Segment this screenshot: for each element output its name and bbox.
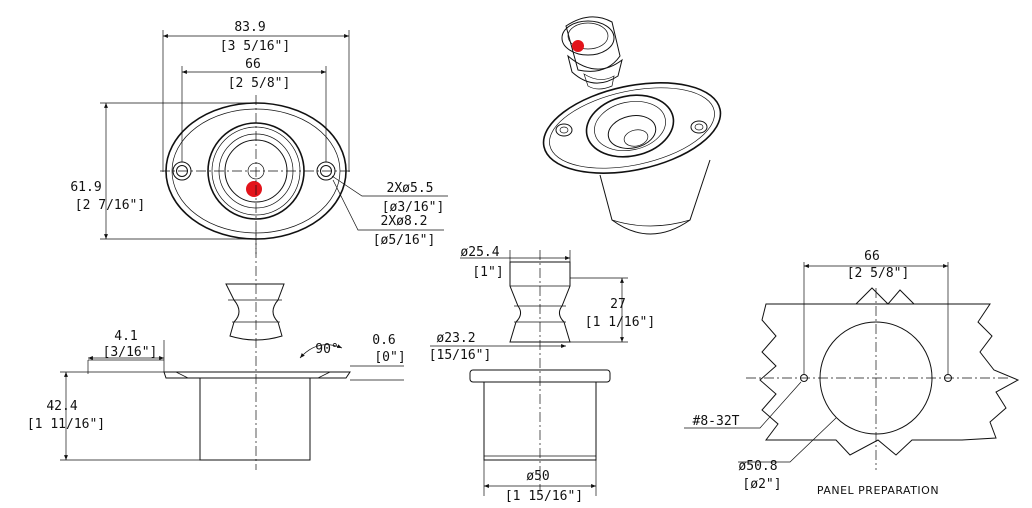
panel-hole-spacing-inch-label: [2 5/8"]: [847, 266, 910, 281]
counterbore-dia-inch-label: [ø5/16"]: [373, 233, 436, 248]
cap-neck-dia-inch-label: [15/16"]: [429, 348, 492, 363]
top-view: 83.9 [3 5/16"] 66 [2 5/8"] 61.9 [2 7/16"…: [70, 20, 448, 255]
hole-dia-label: 2Xø5.5: [387, 181, 434, 196]
panel-view: 66 [2 5/8"] #8-32T ø50.8 [ø2"] PANEL PRE…: [684, 249, 1020, 497]
iso-flange: [542, 82, 722, 174]
overall-width-label: 83.9: [234, 20, 265, 35]
body-height-label: 42.4: [46, 399, 77, 414]
hole-dia-inch-label: [ø3/16"]: [382, 200, 445, 215]
cap-neck-dia-label: ø23.2: [436, 331, 475, 346]
thickness-inch-label: [0"]: [374, 350, 405, 365]
side-body: [199, 377, 311, 461]
thickness-label: 0.6: [372, 333, 395, 348]
panel-outline: [759, 303, 1020, 456]
flange-width-inch-label: [3/16"]: [103, 345, 158, 360]
red-dot-marker: [246, 181, 262, 197]
isometric-view: [542, 16, 722, 235]
cutout-dia-label: ø50.8: [738, 459, 777, 474]
cap-dia-label: ø25.4: [460, 245, 499, 260]
iso-cap: [565, 16, 621, 72]
cutout-dia-inch-label: [ø2"]: [742, 477, 781, 492]
hole-spacing-inch-label: [2 5/8"]: [228, 76, 291, 91]
panel-caption: PANEL PREPARATION: [817, 484, 939, 497]
body-dia-label: ø50: [526, 469, 549, 484]
angle-label: 90°: [315, 342, 338, 357]
overall-height-label: 61.9: [70, 180, 101, 195]
body-height-inch-label: [1 11/16"]: [27, 417, 105, 432]
hole-spacing-label: 66: [245, 57, 261, 72]
flange-width-label: 4.1: [114, 329, 137, 344]
front-view: ø25.4 [1"] 27 [1 1/16"] ø23.2 [15/16"] ø…: [429, 245, 656, 504]
side-flange: [163, 371, 351, 379]
side-cap: [225, 283, 285, 341]
cap-height-inch-label: [1 1/16"]: [585, 315, 655, 330]
tap-label: #8-32T: [693, 414, 740, 429]
front-body: [483, 381, 597, 461]
overall-width-inch-label: [3 5/16"]: [220, 39, 290, 54]
iso-red-dot-marker: [572, 40, 584, 52]
side-view: 4.1 [3/16"] 90° 0.6 [0"] 42.4 [1 11/16"]: [27, 230, 406, 470]
body-dia-inch-label: [1 15/16"]: [505, 489, 583, 504]
counterbore-dia-label: 2Xø8.2: [381, 214, 428, 229]
cap-height-label: 27: [610, 297, 626, 312]
overall-height-inch-label: [2 7/16"]: [75, 198, 145, 213]
panel-hole-spacing-label: 66: [864, 249, 880, 264]
cap-dia-inch-label: [1"]: [472, 265, 503, 280]
